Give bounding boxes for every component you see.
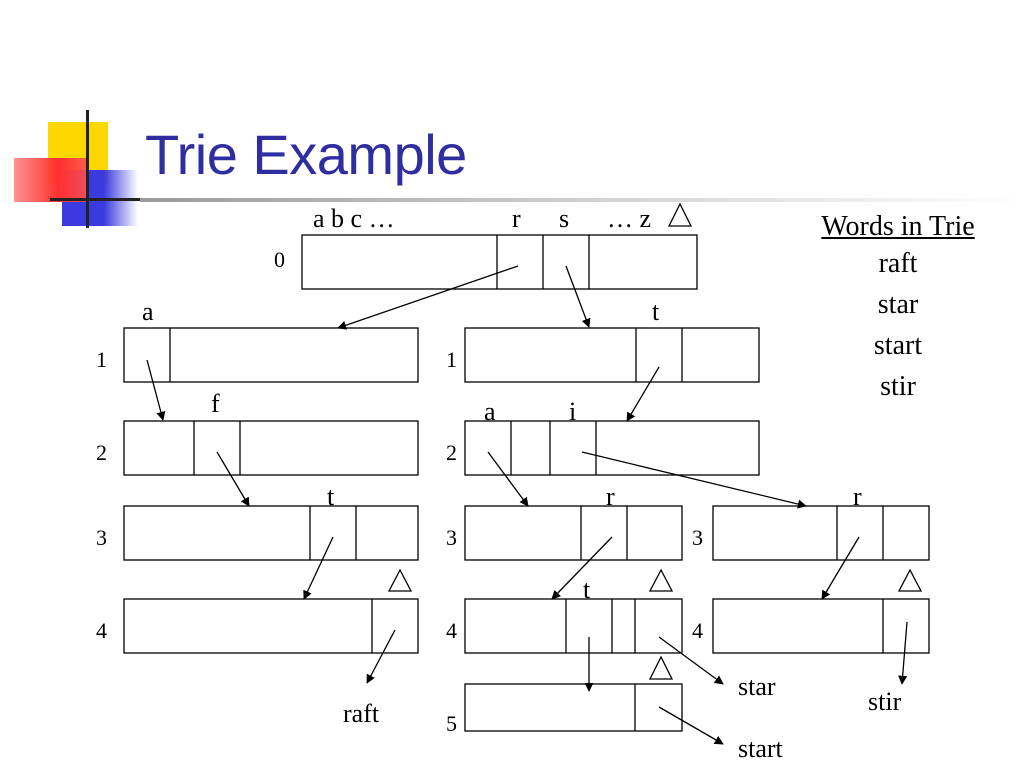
arrow-raft [366, 629, 396, 684]
arrow-r-mid [551, 536, 613, 600]
leaf-word-star: star [738, 672, 776, 701]
level-label-3-left: 3 [96, 525, 107, 550]
label-s-top: s [559, 204, 569, 233]
decor-horizontal-line-dark [50, 198, 140, 201]
node-left-level-3 [123, 505, 419, 561]
level-label-3-mid: 3 [446, 525, 457, 550]
node-mid-level-4 [464, 598, 683, 654]
label-abc: a b c … [313, 204, 395, 233]
level-label-5-mid: 5 [446, 711, 457, 736]
level-label-1-mid: 1 [446, 347, 457, 372]
arrow-a-down [146, 359, 166, 421]
words-in-trie-panel: Words in Trie raft star start stir [800, 211, 996, 407]
letter-a-mid: a [484, 397, 496, 426]
arrow-t-mid [626, 366, 660, 422]
letter-r-right-3: r [853, 482, 862, 511]
letter-t-mid-1: t [652, 297, 660, 326]
node-right-level-3 [712, 505, 930, 561]
node-mid-level-2 [464, 420, 760, 476]
terminal-triangle-left [387, 568, 413, 592]
level-label-4-mid: 4 [446, 618, 457, 643]
node-mid-level-1 [464, 327, 760, 383]
word-star: star [877, 289, 919, 320]
label-r-top: r [512, 204, 521, 233]
level-label-0: 0 [274, 247, 285, 272]
node-mid-level-3 [464, 505, 683, 561]
letter-a-left: a [142, 297, 154, 326]
node-root [301, 234, 698, 290]
level-label-3-right: 3 [692, 525, 703, 550]
letter-t-mid-4: t [583, 575, 591, 604]
arrow-r-to-left [337, 265, 519, 330]
arrow-a-mid [487, 451, 529, 507]
word-stir: stir [880, 371, 916, 402]
level-label-4-right: 4 [692, 618, 703, 643]
terminal-triangle-mid-5 [648, 655, 674, 680]
leaf-word-start: start [738, 734, 784, 763]
node-left-level-4 [123, 598, 419, 654]
arrow-s-to-mid [565, 265, 591, 328]
decor-vertical-line [86, 110, 89, 228]
word-raft: raft [878, 248, 918, 279]
level-label-4-left: 4 [96, 618, 107, 643]
letter-f: f [211, 389, 220, 418]
arrow-star [658, 636, 724, 685]
terminal-triangle-right [897, 568, 923, 592]
node-left-level-2 [123, 420, 419, 476]
node-mid-level-5 [464, 683, 683, 732]
level-label-1-left: 1 [96, 347, 107, 372]
label-z-top: … z [607, 204, 651, 233]
node-left-level-1 [123, 327, 419, 383]
arrow-i-to-right [581, 451, 807, 509]
word-start: start [873, 330, 923, 361]
arrow-r-right [821, 536, 860, 600]
terminal-triangle-mid-4 [648, 568, 674, 592]
leaf-word-stir: stir [868, 687, 902, 716]
arrow-stir [898, 621, 908, 685]
leaf-word-raft: raft [343, 699, 380, 728]
arrow-t-down-left [303, 536, 334, 600]
letter-t-left-3: t [327, 482, 335, 511]
level-label-2-mid: 2 [446, 440, 457, 465]
arrow-f-down [216, 451, 250, 507]
letter-r-mid-3: r [606, 482, 615, 511]
decor-red-square [14, 158, 88, 202]
level-label-2-left: 2 [96, 440, 107, 465]
terminal-triangle-root [667, 202, 693, 227]
node-right-level-4 [712, 598, 930, 654]
title-underline [140, 198, 1024, 202]
slide-title: Trie Example [145, 123, 467, 186]
letter-i: i [569, 397, 576, 426]
words-header: Words in Trie [821, 211, 975, 242]
arrow-start [658, 706, 724, 745]
